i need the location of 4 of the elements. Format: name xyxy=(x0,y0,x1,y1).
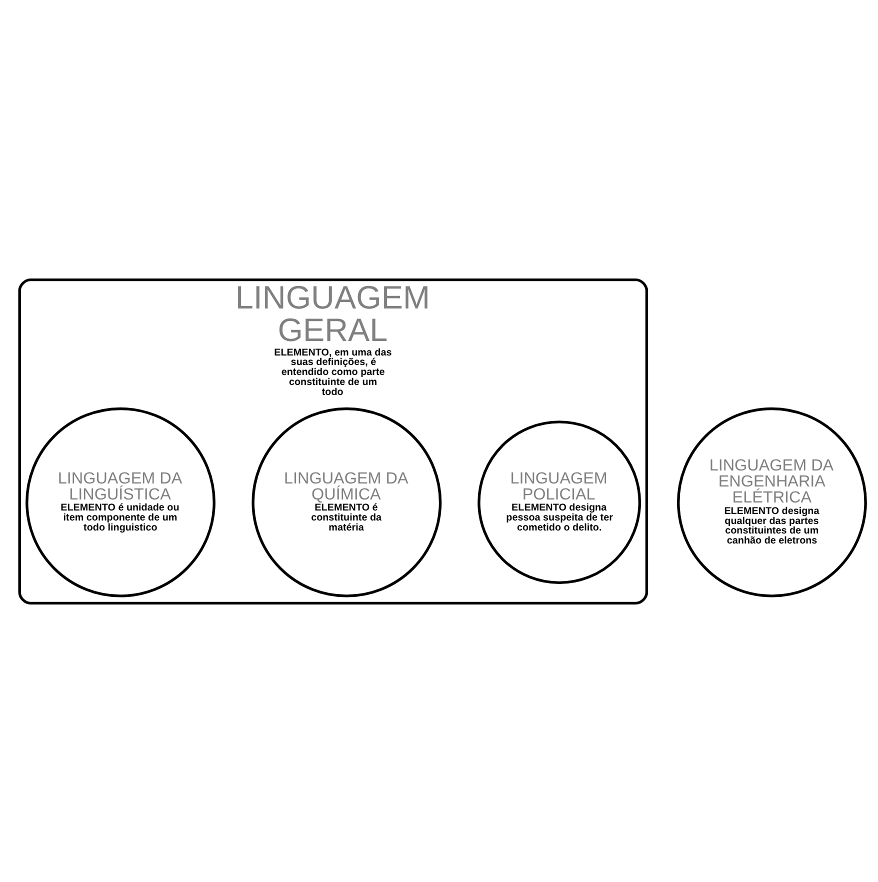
node-circle: LINGUAGEM DA QUÍMICA ELEMENTO é constituinte da matéria xyxy=(252,406,442,597)
node-circle: LINGUAGEM DA LINGUÍSTICA ELEMENTO é unidade ou item componente de um todo linguistico xyxy=(26,406,216,597)
node-circle: LINGUAGEM DA ENGENHARIA ELÉTRICA ELEMENTO designa qualquer das partes constituintes de um canhão de eletrons xyxy=(677,406,867,597)
node-circle: LINGUAGEM POLICIAL ELEMENTO designa pessoa suspeita de ter cometido o delito. xyxy=(478,420,642,584)
